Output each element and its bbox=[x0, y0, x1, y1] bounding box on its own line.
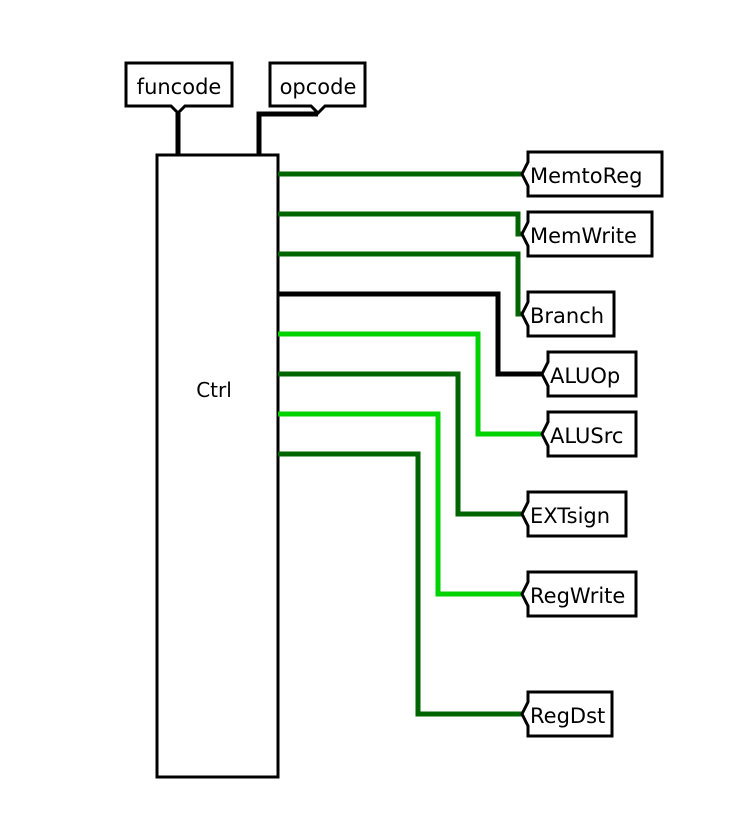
output-pin-extsign[interactable]: EXTsign bbox=[520, 490, 628, 538]
output-pin-aluop-label: ALUOp bbox=[550, 364, 620, 388]
output-pin-regwrite-label: RegWrite bbox=[530, 584, 625, 608]
input-pin-funcode[interactable]: funcode bbox=[124, 61, 234, 155]
output-pin-branch-label: Branch bbox=[530, 304, 604, 328]
input-pin-funcode-label: funcode bbox=[137, 75, 222, 99]
output-pin-memwrite[interactable]: MemWrite bbox=[520, 210, 654, 258]
output-pin-memtoreg-label: MemtoReg bbox=[530, 164, 642, 188]
output-wires bbox=[278, 171, 542, 717]
output-pin-branch[interactable]: Branch bbox=[520, 290, 616, 338]
wire-regwrite bbox=[278, 411, 522, 597]
ctrl-block[interactable]: Ctrl bbox=[155, 153, 280, 779]
output-pin-memwrite-label: MemWrite bbox=[530, 224, 637, 248]
input-pin-opcode-label: opcode bbox=[280, 75, 357, 99]
output-pin-extsign-label: EXTsign bbox=[530, 504, 610, 528]
wire-memwrite bbox=[278, 211, 522, 237]
wire-branch bbox=[278, 251, 522, 317]
output-pin-alusrc-label: ALUSrc bbox=[550, 424, 623, 448]
output-pin-regdst-label: RegDst bbox=[530, 704, 605, 728]
output-pin-aluop[interactable]: ALUOp bbox=[540, 350, 638, 398]
output-pin-memtoreg[interactable]: MemtoReg bbox=[520, 150, 664, 198]
wire-alusrc bbox=[278, 331, 542, 437]
output-pin-regdst[interactable]: RegDst bbox=[520, 690, 614, 738]
input-pin-opcode[interactable]: opcode bbox=[256, 61, 367, 155]
wire-regdst bbox=[278, 451, 522, 717]
output-pin-alusrc[interactable]: ALUSrc bbox=[540, 410, 638, 458]
output-pin-regwrite[interactable]: RegWrite bbox=[520, 570, 638, 618]
ctrl-block-label: Ctrl bbox=[196, 378, 232, 402]
wire-aluop bbox=[278, 291, 542, 377]
wire-extsign bbox=[278, 371, 522, 517]
